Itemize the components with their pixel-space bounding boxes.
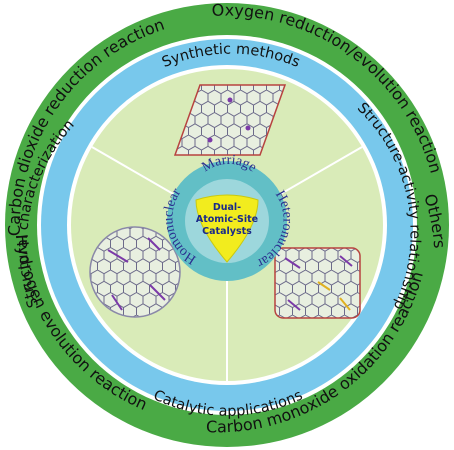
honeycomb-lattice-rounded-square-icon bbox=[274, 247, 361, 319]
center-label-line3: Catalysts bbox=[202, 226, 252, 237]
center-triangle bbox=[195, 194, 259, 263]
center-label-line2: Atomic-Site bbox=[196, 214, 258, 225]
honeycomb-lattice-circle-icon bbox=[89, 226, 181, 318]
center-label-line1: Dual- bbox=[213, 202, 241, 213]
